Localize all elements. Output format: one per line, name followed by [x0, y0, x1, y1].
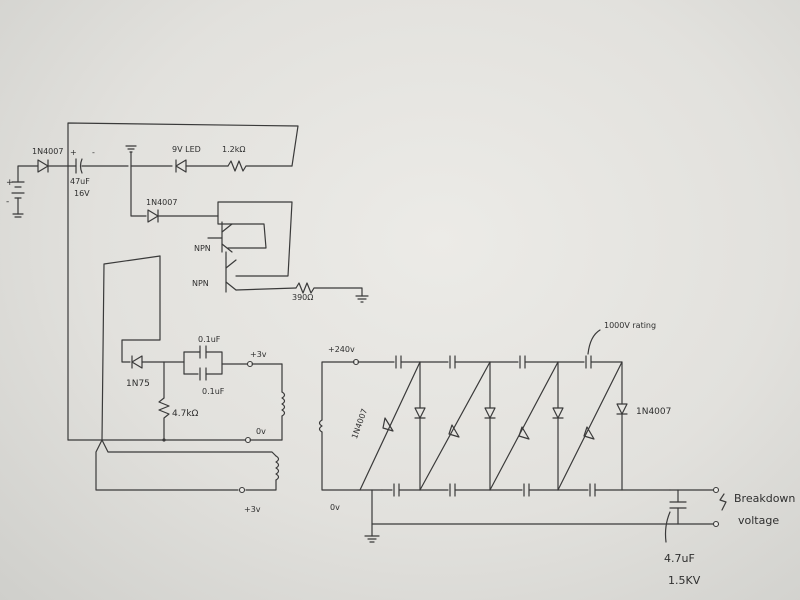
wire [371, 489, 715, 525]
output-cap-pointer [664, 511, 671, 543]
wire [95, 439, 239, 491]
spark-icon [719, 493, 727, 511]
capacitor-top-4 [585, 355, 592, 369]
diode-d2 [147, 209, 159, 223]
wire [217, 201, 293, 277]
capacitor-c3 [199, 367, 207, 381]
transistor-q1 [207, 221, 233, 253]
diode-d1 [37, 159, 49, 173]
c1-minus-label: - [92, 148, 95, 157]
capacitor-top-3 [519, 355, 526, 369]
capacitor-c2 [197, 345, 207, 359]
junction [162, 438, 166, 442]
ground-symbol-r2 [355, 295, 369, 303]
capacitor-top-2 [449, 355, 456, 369]
zero-v-label: 0v [256, 427, 266, 436]
capacitor-bot-4 [589, 483, 596, 497]
plus3v-top-label: +3v [250, 350, 267, 359]
capacitor-c1 [67, 158, 129, 174]
led-label: 9V LED [172, 145, 201, 154]
r2-label: 390Ω [292, 293, 313, 302]
wire [101, 255, 161, 441]
wire [17, 165, 39, 169]
coil-primary [281, 391, 286, 417]
d1-label: 1N4007 [32, 147, 63, 156]
c1-value-label: 47uF [70, 177, 90, 186]
ground-symbol-hv [364, 535, 380, 543]
wire [121, 255, 161, 363]
resistor-r2 [295, 282, 363, 297]
terminal-3v-bottom [238, 486, 246, 494]
resistor-r3 [158, 397, 170, 441]
r3-label: 4.7kΩ [172, 409, 199, 419]
transistor-q2 [225, 251, 237, 293]
d3-label: 1N75 [126, 379, 150, 389]
wire [67, 122, 299, 167]
wire [130, 165, 147, 217]
terminal-out-high [712, 486, 720, 494]
diode-d3 [131, 355, 143, 369]
capacitor-bot-3 [523, 483, 530, 497]
battery-minus-label: - [6, 197, 9, 207]
breakdown-label-1: Breakdown [734, 492, 795, 505]
breakdown-label-2: voltage [738, 514, 779, 527]
plus3v-bottom-label: +3v [244, 505, 261, 514]
capacitor-bot-2 [449, 483, 456, 497]
wire [235, 287, 297, 291]
terminal-out-low [712, 520, 720, 528]
wire [590, 361, 623, 405]
wire [321, 431, 383, 491]
diode-ladder [359, 361, 628, 491]
c3-label: 0.1uF [202, 387, 225, 396]
hv-in-label: +240v [328, 345, 355, 354]
d4-label: 1N4007 [350, 407, 369, 440]
d5-label: 1N4007 [636, 407, 671, 417]
capacitor-bot-1 [393, 483, 400, 497]
coil-input [318, 419, 323, 433]
resistor-r1 [227, 160, 293, 172]
battery-plus-label: + [6, 178, 14, 188]
hv-zero-label: 0v [330, 503, 340, 512]
capacitor-output [669, 501, 687, 509]
capacitor-top-1 [395, 355, 402, 369]
wire [245, 479, 277, 491]
q2-label: NPN [192, 279, 209, 288]
battery-symbol [11, 167, 25, 218]
ground-symbol-top [125, 145, 137, 167]
led-diode [175, 159, 229, 173]
wire [101, 439, 277, 457]
coil-secondary [275, 455, 280, 481]
c1-plus-label: + [70, 148, 77, 157]
wire [321, 361, 355, 421]
d2-label: 1N4007 [146, 198, 177, 207]
r1-label: 1.2kΩ [222, 145, 245, 154]
q1-label: NPN [194, 244, 211, 253]
output-cap-voltage: 1.5KV [668, 574, 701, 587]
output-cap-value: 4.7uF [664, 552, 695, 565]
wire [217, 215, 267, 249]
wire [205, 351, 223, 375]
c1-voltage-label: 16V [74, 189, 90, 198]
rating-label: 1000V rating [604, 321, 656, 330]
c2-label: 0.1uF [198, 335, 221, 344]
rating-pointer [587, 329, 601, 355]
